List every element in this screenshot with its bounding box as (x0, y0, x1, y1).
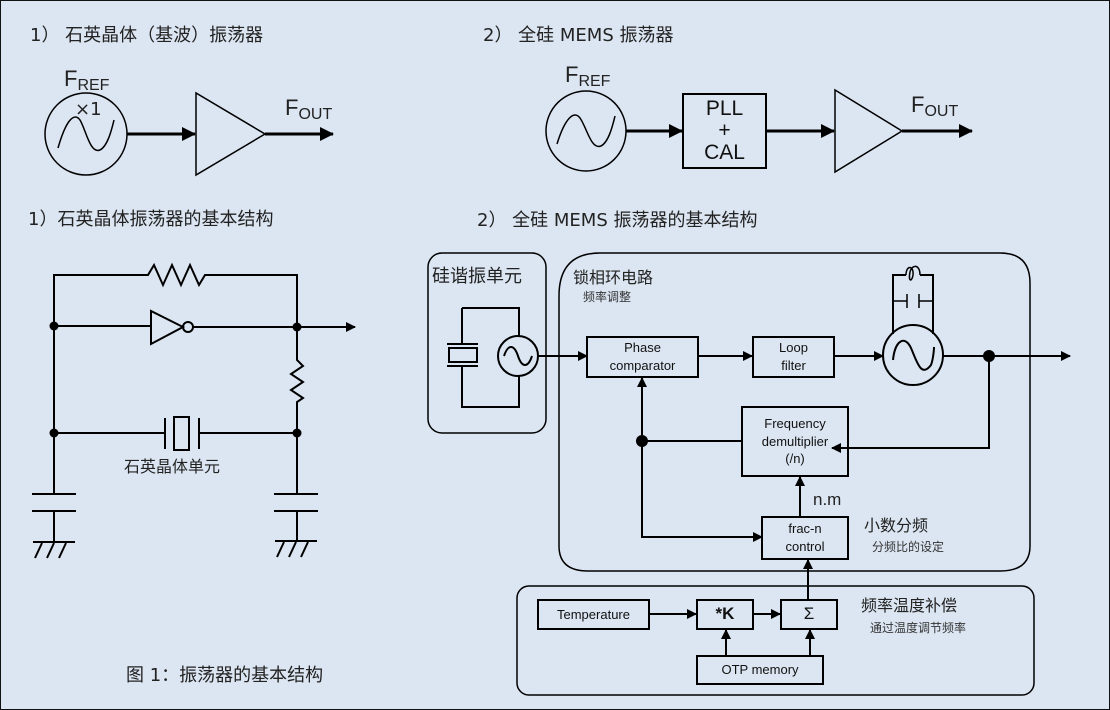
circuit-junctions (49, 321, 302, 438)
crystal-unit-label: 石英晶体单元 (124, 457, 221, 476)
section4-title: 2） 全硅 MEMS 振荡器的基本结构 (477, 210, 758, 231)
resonator-body (448, 347, 478, 363)
mems-junctions (636, 350, 995, 447)
fref-sub-2: REF (578, 73, 611, 90)
fout-label: FOUT (285, 97, 332, 123)
phase-comparator-line2: comparator (609, 358, 676, 373)
fout-sub: OUT (298, 106, 333, 123)
amplifier-triangle (195, 91, 267, 177)
fracn-control-label: frac-n control (762, 517, 848, 559)
fout-sub-2: OUT (924, 103, 959, 120)
sine-wave-icon (57, 116, 115, 152)
resonator-group-label: 硅谐振单元 (432, 266, 522, 287)
freq-demult-line2: demultiplier (761, 433, 829, 449)
feedback-resistor (53, 262, 298, 326)
pll-line1: PLL (705, 96, 744, 120)
inductor-icon (905, 265, 921, 281)
freq-demult-line3: (/n) (785, 451, 805, 467)
crystal-body (173, 416, 190, 451)
fref-main-2: F (565, 62, 579, 87)
inverter-symbol (150, 309, 186, 346)
fracn-line2: control (785, 539, 825, 554)
quartz-circuit (32, 262, 356, 559)
loop-filter-line1: Loop (779, 340, 808, 356)
feedback-to-demultiplier (831, 356, 990, 453)
pll-group-sublabel: 频率调整 (583, 290, 632, 304)
temp-comp-group-box (516, 585, 1035, 696)
resonator-group-box (427, 252, 547, 434)
fref-label-2: FREF (565, 64, 610, 90)
pll-cal-label: PLL + CAL (683, 94, 766, 168)
pll-line2: + (718, 118, 731, 142)
phase-comparator-line1: Phase (624, 340, 661, 356)
temp-comp-group-label: 频率温度补偿 (861, 596, 958, 615)
section1-title: 1） 石英晶体（基波）振荡器 (30, 25, 264, 46)
pll-line3: CAL (704, 141, 745, 165)
mems-oscillator-diagram (545, 88, 973, 174)
loop-filter-line2: filter (781, 358, 806, 373)
multiplier-label: ×1 (75, 99, 102, 120)
fout-main: F (285, 95, 299, 120)
quartz-oscillator-diagram (44, 91, 334, 177)
figure-caption: 图 1：振荡器的基本结构 (126, 665, 324, 686)
section3-title: 1）石英晶体振荡器的基本结构 (28, 209, 274, 230)
sum-label: Σ (803, 604, 815, 624)
fracn-line1: frac-n (788, 521, 822, 537)
temperature-label: Temperature (557, 606, 630, 622)
k-multiplier-label: *K (715, 604, 735, 624)
sine-wave-icon (503, 346, 533, 366)
fracn-group-label: 小数分频 (864, 516, 929, 535)
nm-label: n.m (813, 490, 842, 509)
amplifier-triangle (834, 88, 904, 174)
sine-wave-icon (556, 114, 616, 148)
frequency-demultiplier-label: Frequency demultiplier (/n) (742, 407, 848, 476)
otp-memory-label: OTP memory (721, 662, 799, 678)
fout-label-2: FOUT (911, 94, 958, 120)
series-resistor (289, 327, 305, 433)
otp-memory-box (696, 655, 824, 685)
temp-comp-group-sublabel: 通过温度调节频率 (870, 621, 967, 635)
loop-filter-label: Loop filter (753, 337, 834, 377)
mems-structure (427, 252, 1071, 696)
fref-sub: REF (77, 77, 110, 94)
pll-group-label: 锁相环电路 (573, 268, 654, 287)
section2-title: 2） 全硅 MEMS 振荡器 (483, 25, 674, 46)
fracn-group-sublabel: 分频比的设定 (872, 540, 945, 554)
freq-demult-line1: Frequency (764, 416, 826, 432)
pll-group-box (558, 252, 1031, 572)
fout-main-2: F (911, 92, 925, 117)
sine-wave-icon (892, 339, 935, 371)
phase-comparator-label: Phase comparator (587, 337, 698, 377)
fref-label: FREF (64, 68, 109, 94)
arrow-to-fracn (641, 441, 763, 542)
fref-main: F (64, 66, 78, 91)
